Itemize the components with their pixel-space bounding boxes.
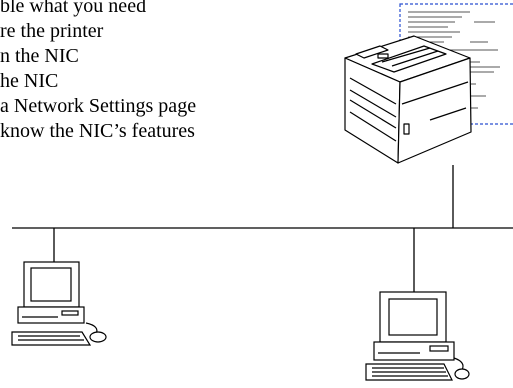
printer-icon xyxy=(344,35,472,164)
text-line: a Network Settings page xyxy=(0,95,197,117)
text-line: n the NIC xyxy=(0,45,79,67)
desktop-computer-icon xyxy=(11,261,107,346)
feature-text-lines: ble what you need re the printer n the N… xyxy=(0,0,196,144)
text-line: ble what you need xyxy=(0,0,147,17)
desktop-computer-icon xyxy=(365,291,470,381)
text-line: he NIC xyxy=(0,70,59,92)
text-line: re the printer xyxy=(0,20,104,42)
text-line: know the NIC’s features xyxy=(0,120,195,142)
